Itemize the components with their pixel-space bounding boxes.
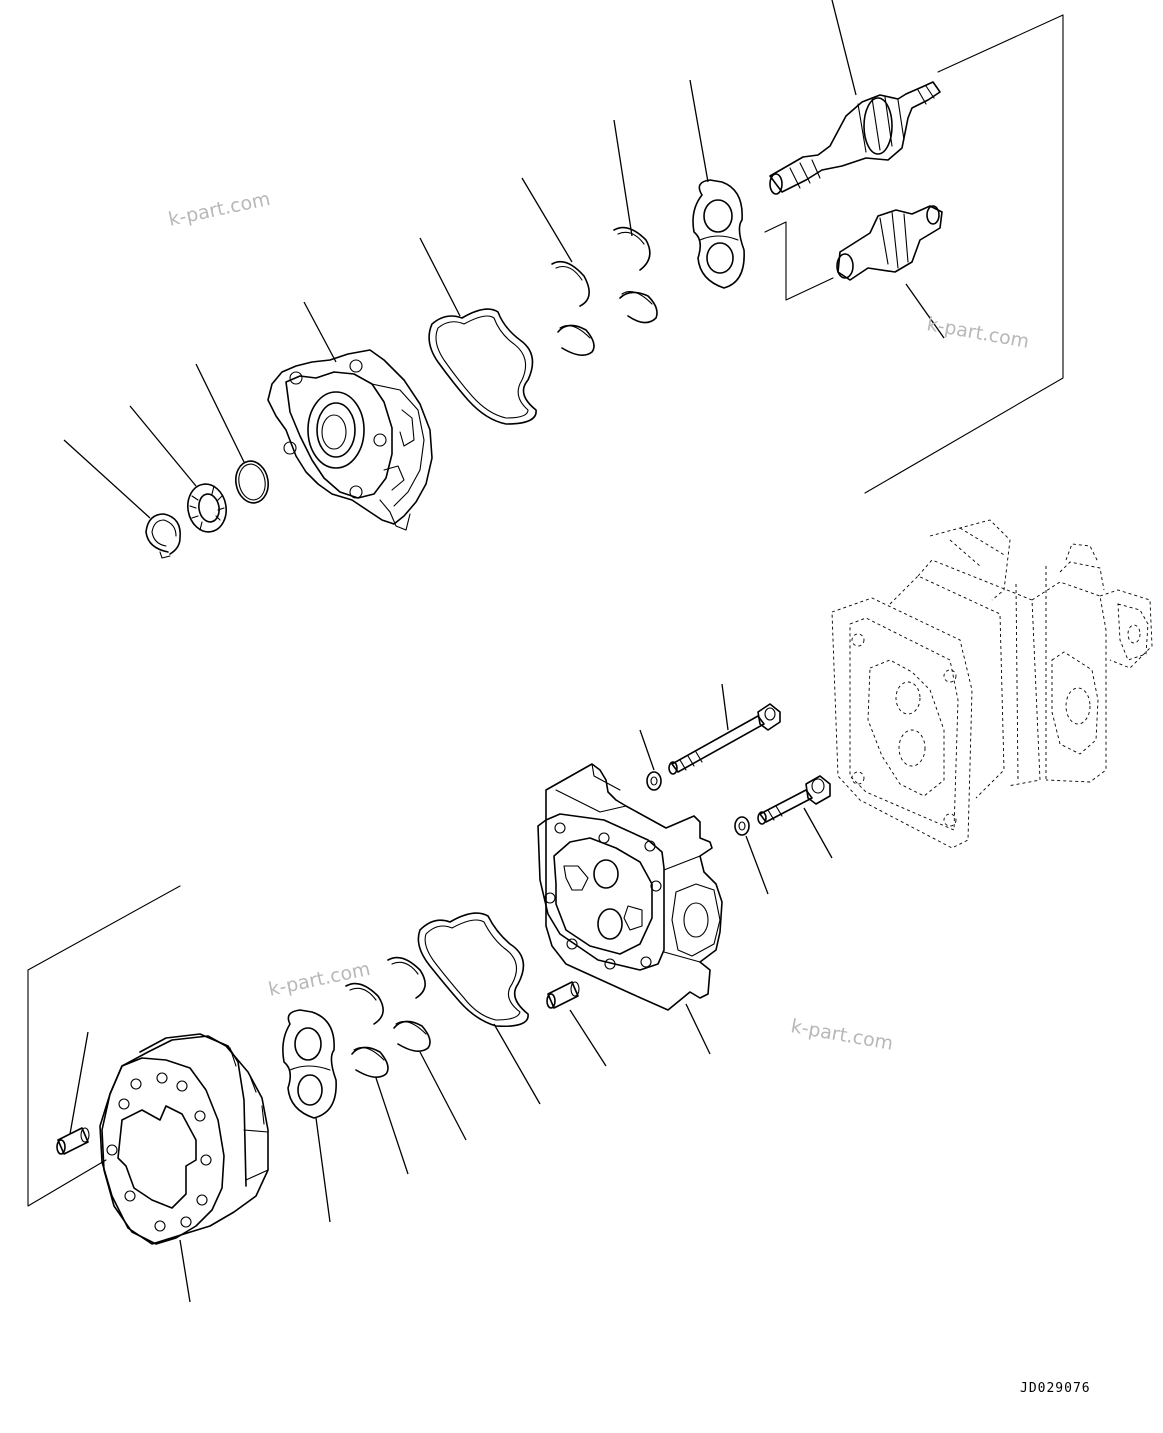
bushing-plate-upper: [692, 179, 745, 289]
dowel-pin-center: [546, 981, 580, 1009]
seal-ring-lower-b: [345, 982, 389, 1078]
upper-group-bracket: [764, 14, 1064, 494]
short-bolt: [757, 775, 831, 825]
drive-shaft: [769, 81, 941, 195]
dowel-pin-left: [56, 1127, 90, 1155]
gasket-upper: [428, 308, 537, 425]
seal-ring-upper-a: [613, 226, 658, 324]
washer-b: [734, 816, 750, 836]
seal-ring-lower-a: [387, 956, 431, 1052]
watermark-3: k-part.com: [266, 958, 372, 1001]
snap-ring: [145, 513, 181, 559]
oil-seal: [187, 483, 227, 533]
long-bolt: [668, 703, 781, 775]
lower-group-bracket: [27, 885, 181, 1207]
gasket-lower: [417, 912, 529, 1028]
leader-lines-upper: [63, 0, 945, 519]
watermark-2: k-part.com: [925, 313, 1031, 353]
o-ring-upper: [235, 460, 269, 504]
flange-block: [537, 763, 723, 1011]
seal-ring-upper-b: [551, 260, 595, 356]
leader-lines-lower: [69, 683, 833, 1303]
washer-a: [646, 771, 662, 791]
watermark-1: k-part.com: [166, 188, 272, 231]
driven-gear: [836, 205, 943, 281]
gear-case: [99, 1033, 269, 1245]
watermark-4: k-part.com: [789, 1015, 895, 1055]
pump-assembly-phantom: [831, 519, 1153, 849]
drawing-code: JD029076: [1020, 1381, 1091, 1396]
front-cover: [267, 349, 433, 531]
bushing-plate-lower: [282, 1009, 337, 1119]
